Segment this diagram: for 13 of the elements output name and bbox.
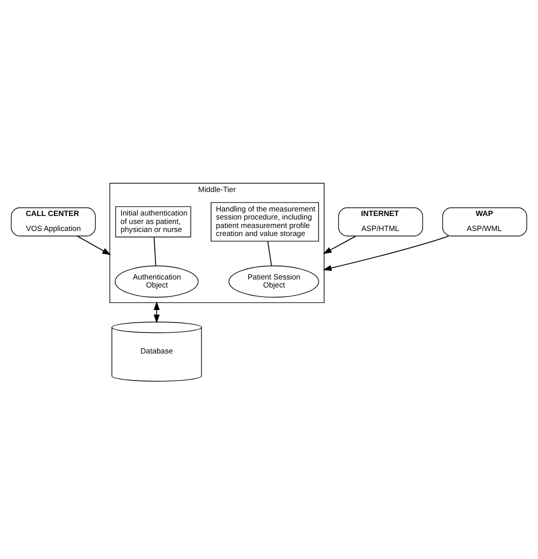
- node-box: Handling of the measurement session procedure, including patient measurement profile creation and value storage: [210, 202, 319, 242]
- node-box: WAP ASP/WML: [442, 207, 528, 236]
- connector: [267, 240, 272, 266]
- arrow: [76, 236, 111, 256]
- connector: [154, 236, 156, 266]
- node-box: INTERNET ASP/HTML: [338, 207, 424, 236]
- arrow: [322, 236, 356, 254]
- node-ellipse: Authentication Object: [114, 266, 198, 298]
- arrow: [322, 236, 450, 271]
- node-box: Initial authentication of user as patient, physician or nurse: [115, 206, 192, 238]
- node-ellipse: Patient Session Object: [228, 266, 320, 298]
- node-box: CALL CENTER VOS Application: [10, 207, 96, 236]
- arrow: [154, 301, 160, 324]
